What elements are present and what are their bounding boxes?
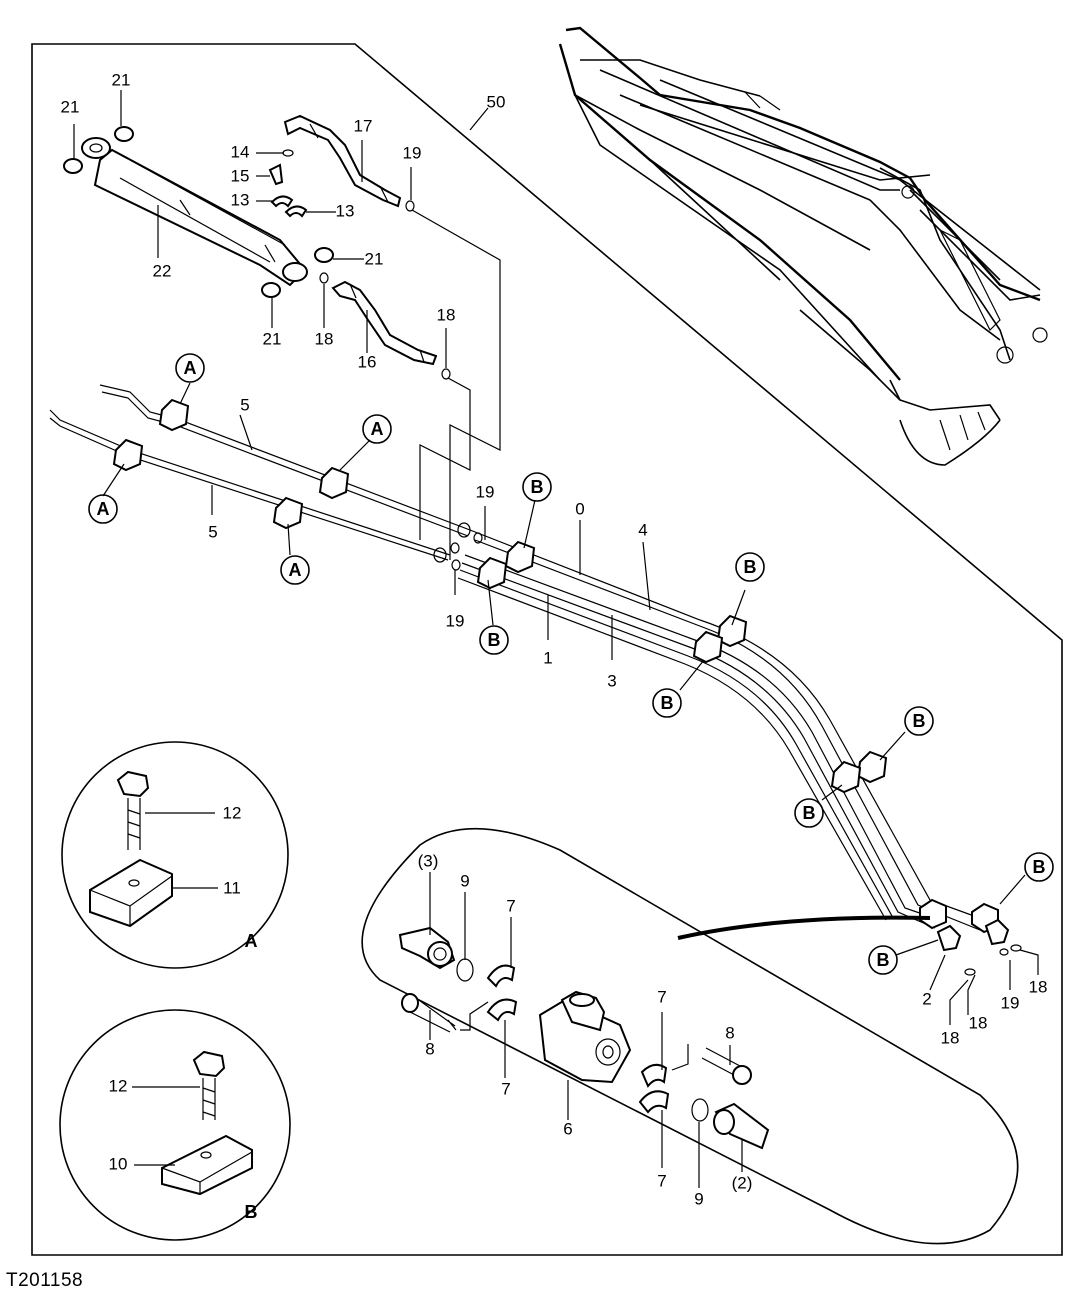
arm-cylinder-assembly: [63, 114, 451, 380]
label-2-ref: (2): [732, 1173, 753, 1192]
label-18: 18: [315, 329, 334, 348]
callout-b: B: [794, 798, 824, 828]
svg-text:A: A: [184, 358, 197, 378]
label-50: 50: [487, 92, 506, 111]
label-7: 7: [657, 987, 666, 1006]
label-17: 17: [354, 116, 373, 135]
label-7: 7: [501, 1079, 510, 1098]
svg-text:B: B: [913, 711, 926, 731]
label-21: 21: [61, 97, 80, 116]
callout-a: A: [88, 494, 118, 524]
label-3-ref: (3): [418, 851, 439, 870]
label-11: 11: [223, 878, 241, 897]
label-8: 8: [425, 1039, 434, 1058]
label-21: 21: [112, 70, 131, 89]
callout-b: B: [522, 472, 552, 502]
pipe-clamps: [112, 398, 1022, 976]
pipe-lines: [49, 384, 986, 931]
leader-lines-oval: [429, 872, 743, 1188]
label-15: 15: [231, 166, 250, 185]
callout-b: B: [652, 688, 682, 718]
svg-text:B: B: [1033, 857, 1046, 877]
svg-text:B: B: [488, 630, 501, 650]
svg-text:B: B: [803, 803, 816, 823]
label-22: 22: [153, 261, 172, 280]
svg-text:A: A: [289, 560, 302, 580]
label-6: 6: [563, 1119, 572, 1138]
label-12: 12: [109, 1076, 128, 1095]
label-1: 1: [543, 648, 552, 667]
label-0: 0: [575, 499, 584, 518]
svg-text:B: B: [661, 693, 674, 713]
label-5: 5: [208, 522, 217, 541]
label-18: 18: [1029, 977, 1048, 996]
label-18: 18: [437, 305, 456, 324]
label-18: 18: [969, 1013, 988, 1032]
label-5: 5: [240, 395, 249, 414]
label-13: 13: [336, 201, 355, 220]
leader-lines-upper: [73, 90, 501, 560]
svg-text:A: A: [97, 499, 110, 519]
label-10: 10: [109, 1154, 128, 1173]
label-19: 19: [476, 482, 495, 501]
label-21: 21: [365, 249, 384, 268]
svg-text:B: B: [877, 950, 890, 970]
callout-b: B: [479, 625, 509, 655]
detail-b-caption: B: [245, 1202, 258, 1222]
callout-a: A: [175, 353, 205, 383]
label-16: 16: [358, 352, 377, 371]
figure-id: T201158: [6, 1270, 84, 1291]
label-9: 9: [460, 871, 469, 890]
label-19: 19: [1001, 993, 1020, 1012]
swivel-joint-detail: [361, 827, 1019, 1245]
label-7: 7: [506, 896, 515, 915]
callouts: A A A A B B B B B B B B: [88, 353, 1054, 975]
label-4: 4: [638, 520, 647, 539]
boom-overview-illustration: [558, 26, 1048, 466]
callout-b: B: [735, 552, 765, 582]
callout-a: A: [280, 555, 310, 585]
label-8: 8: [725, 1023, 734, 1042]
detail-a-caption: A: [245, 931, 258, 951]
label-9: 9: [694, 1189, 703, 1208]
label-19: 19: [403, 143, 422, 162]
leader-lines-main: [102, 382, 1039, 1025]
label-18: 18: [941, 1028, 960, 1047]
callout-b: B: [904, 706, 934, 736]
label-14: 14: [231, 142, 250, 161]
svg-text:A: A: [371, 419, 384, 439]
callout-b: B: [1024, 852, 1054, 882]
label-12: 12: [223, 803, 242, 822]
detail-a: [61, 741, 289, 969]
label-21: 21: [263, 329, 282, 348]
svg-text:B: B: [531, 477, 544, 497]
callout-b: B: [868, 945, 898, 975]
detail-b: [59, 1009, 291, 1241]
callout-a: A: [362, 414, 392, 444]
svg-text:B: B: [744, 557, 757, 577]
label-3: 3: [607, 671, 616, 690]
diagram-frame: [31, 43, 1063, 1256]
label-13: 13: [231, 190, 250, 209]
part-labels: 50 21 21 14 15 13 13 17 19 22 21 21 18 1…: [61, 70, 1048, 1208]
label-7: 7: [657, 1171, 666, 1190]
label-19: 19: [446, 611, 465, 630]
label-2: 2: [922, 989, 931, 1008]
